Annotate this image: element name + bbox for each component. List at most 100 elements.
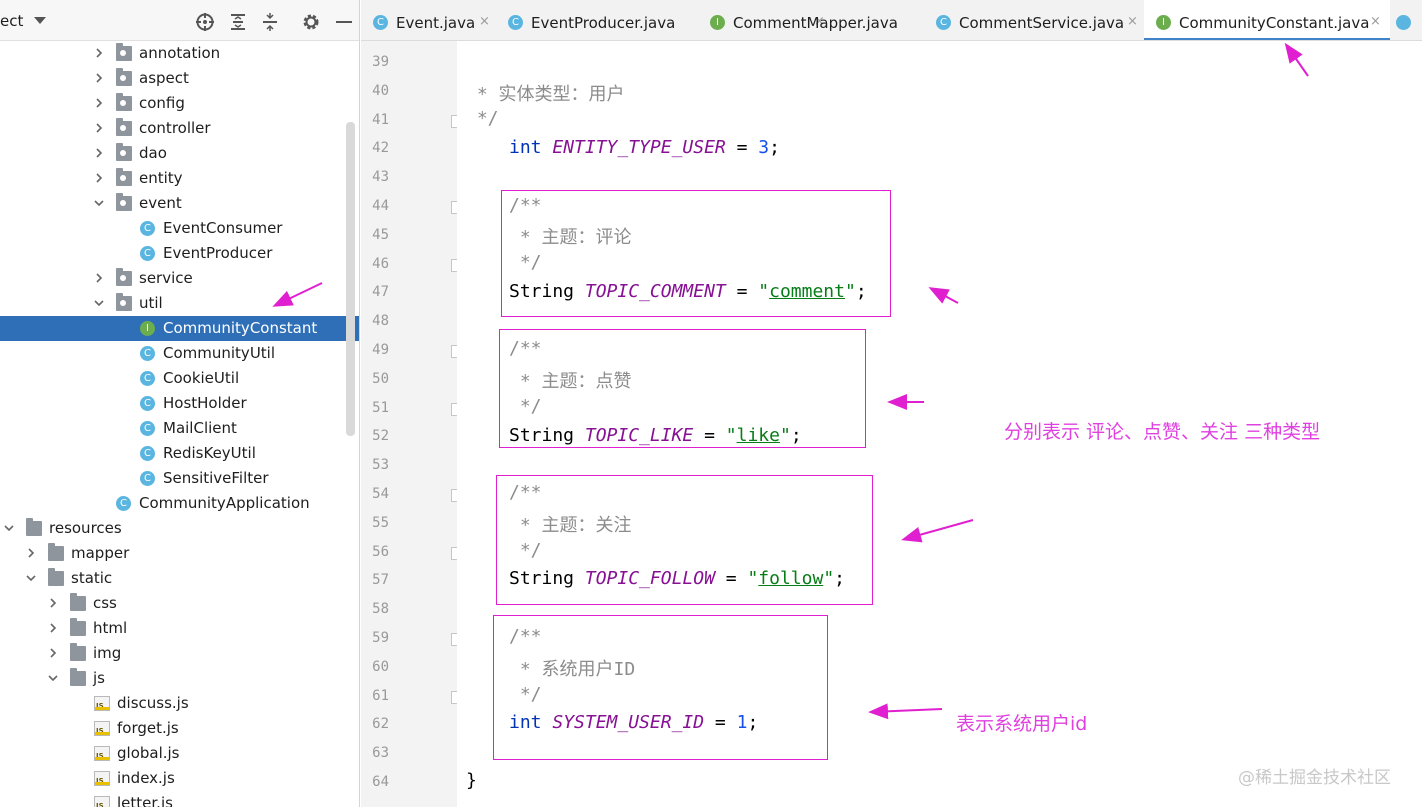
expand-all-icon[interactable]	[228, 12, 248, 32]
tree-item[interactable]: entity	[0, 166, 359, 191]
close-icon[interactable]: ×	[814, 14, 825, 29]
line-number: 53	[372, 457, 389, 474]
project-title[interactable]: ect	[0, 12, 24, 30]
chevron-right-icon[interactable]	[48, 598, 58, 608]
tree-item[interactable]: controller	[0, 116, 359, 141]
tree-item[interactable]: mapper	[0, 541, 359, 566]
class-icon[interactable]	[1396, 15, 1411, 30]
code-line-41: */	[466, 108, 499, 129]
tree-item-label: dao	[139, 144, 167, 162]
tree-item[interactable]: js	[0, 666, 359, 691]
chevron-down-icon[interactable]	[94, 298, 104, 308]
tree-item[interactable]: aspect	[0, 66, 359, 91]
tree-item-label: SensitiveFilter	[163, 469, 269, 487]
editor-tab[interactable]: C CommentService.java×	[924, 0, 1144, 40]
code-editor[interactable]	[457, 41, 1422, 807]
chevron-down-icon[interactable]	[94, 198, 104, 208]
tree-item[interactable]: event	[0, 191, 359, 216]
line-number: 41	[372, 111, 389, 128]
locate-target-icon[interactable]	[195, 12, 215, 32]
class-icon: C	[140, 421, 155, 436]
arrow-to-tab	[1284, 42, 1309, 77]
class-icon: C	[508, 15, 523, 30]
chevron-right-icon[interactable]	[48, 623, 58, 633]
tree-item[interactable]: util	[0, 291, 359, 316]
chevron-right-icon[interactable]	[94, 98, 104, 108]
interface-icon: I	[710, 15, 725, 30]
chevron-right-icon[interactable]	[94, 73, 104, 83]
tree-item-label: js	[93, 669, 105, 687]
number-literal: 3	[758, 137, 770, 158]
package-icon	[116, 168, 132, 186]
tree-item-label: MailClient	[163, 419, 237, 437]
tree-item[interactable]: css	[0, 591, 359, 616]
close-icon[interactable]: ×	[1127, 14, 1138, 29]
chevron-right-icon[interactable]	[94, 48, 104, 58]
code-line-44: /**	[509, 195, 542, 216]
class-icon: C	[936, 15, 951, 30]
chevron-right-icon[interactable]	[26, 548, 36, 558]
tree-item-label: CookieUtil	[163, 369, 240, 387]
chevron-down-icon[interactable]	[4, 523, 14, 533]
collapse-all-icon[interactable]	[260, 12, 280, 32]
line-number: 59	[372, 630, 389, 646]
operator: =	[704, 712, 737, 733]
close-icon[interactable]: ×	[479, 14, 490, 29]
tree-item[interactable]: resources	[0, 516, 359, 541]
minimize-icon[interactable]	[334, 12, 354, 32]
chevron-right-icon[interactable]	[48, 648, 58, 658]
annotation-system-user: 表示系统用户id	[956, 713, 1088, 735]
tree-item[interactable]: config	[0, 91, 359, 116]
close-icon[interactable]: ×	[1370, 14, 1381, 29]
tree-item[interactable]: annotation	[0, 41, 359, 66]
gear-icon[interactable]	[301, 12, 321, 32]
tree-scrollbar[interactable]	[346, 122, 355, 436]
chevron-down-icon[interactable]	[48, 673, 58, 683]
code-line-61: */	[509, 684, 542, 705]
chevron-down-icon[interactable]	[34, 17, 46, 24]
chevron-right-icon[interactable]	[94, 148, 104, 158]
tree-item[interactable]: html	[0, 616, 359, 641]
chevron-right-icon[interactable]	[94, 173, 104, 183]
constant-name: TOPIC_LIKE	[584, 425, 694, 446]
quote: "	[823, 568, 835, 589]
javascript-file-icon: JS	[94, 696, 110, 711]
chevron-down-icon[interactable]	[26, 573, 36, 583]
code-line-59: /**	[509, 626, 542, 647]
tree-item[interactable]: service	[0, 266, 359, 291]
operator: =	[725, 137, 759, 158]
package-icon	[116, 118, 132, 136]
chevron-right-icon[interactable]	[94, 123, 104, 133]
tree-item[interactable]: dao	[0, 141, 359, 166]
tab-label: CommentService.java	[959, 14, 1125, 32]
tree-item-label: HostHolder	[163, 394, 247, 412]
line-number: 49	[372, 342, 389, 358]
project-panel: ect ann	[0, 0, 360, 807]
tree-item[interactable]: C MailClient	[0, 416, 359, 441]
code-line-51: */	[509, 396, 542, 417]
tree-item[interactable]: static	[0, 566, 359, 591]
tree-item[interactable]: img	[0, 641, 359, 666]
line-number: 64	[372, 774, 389, 790]
chevron-right-icon[interactable]	[94, 273, 104, 283]
line-number: 46	[372, 255, 389, 272]
